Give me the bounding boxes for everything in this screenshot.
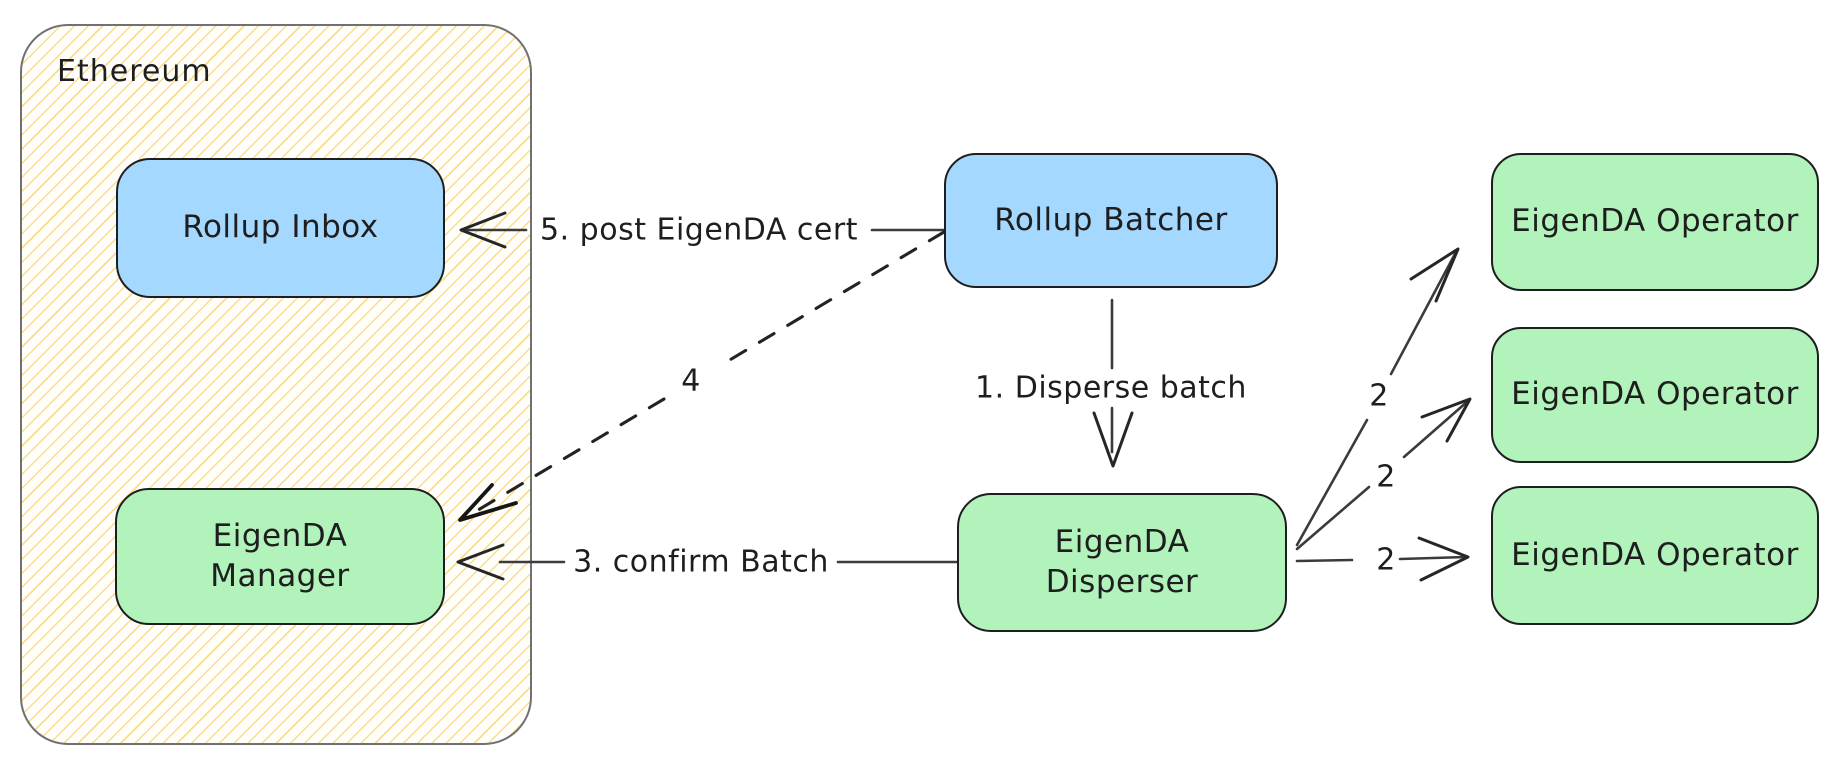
node-eigenda-disperser-label-line2: Disperser (1045, 563, 1199, 600)
node-eigenda-operator-3: EigenDA Operator (1491, 486, 1819, 625)
edge-label-disperse-batch: 1. Disperse batch (975, 370, 1247, 406)
node-rollup-inbox-label: Rollup Inbox (182, 209, 379, 246)
ethereum-label: Ethereum (57, 54, 212, 89)
node-eigenda-manager-label-line1: EigenDA (212, 518, 348, 555)
node-eigenda-operator-2: EigenDA Operator (1491, 327, 1819, 463)
node-eigenda-operator-3-label: EigenDA Operator (1511, 536, 1799, 573)
edge-label-store-chunk-3: 2 (1376, 542, 1396, 578)
node-eigenda-disperser-label-line1: EigenDA (1054, 524, 1190, 561)
node-rollup-batcher-label: Rollup Batcher (994, 201, 1228, 238)
arrow-post-cert-return (458, 230, 946, 522)
node-rollup-batcher: Rollup Batcher (944, 153, 1278, 288)
node-rollup-inbox: Rollup Inbox (116, 158, 445, 298)
edge-label-store-chunk-2: 2 (1376, 459, 1396, 495)
node-eigenda-manager: EigenDA Manager (115, 488, 445, 625)
node-eigenda-operator-2-label: EigenDA Operator (1511, 376, 1799, 413)
edge-label-post-cert: 5. post EigenDA cert (540, 212, 858, 248)
node-eigenda-operator-1-label: EigenDA Operator (1511, 203, 1799, 240)
edge-label-confirm-batch: 3. confirm Batch (573, 544, 829, 580)
edge-label-store-chunk-1: 2 (1369, 378, 1389, 414)
node-eigenda-operator-1: EigenDA Operator (1491, 153, 1819, 291)
node-eigenda-manager-label-line2: Manager (210, 557, 350, 594)
node-eigenda-disperser: EigenDA Disperser (957, 493, 1287, 632)
ethereum-container (20, 24, 532, 745)
edge-label-post-cert-return: 4 (681, 363, 701, 399)
